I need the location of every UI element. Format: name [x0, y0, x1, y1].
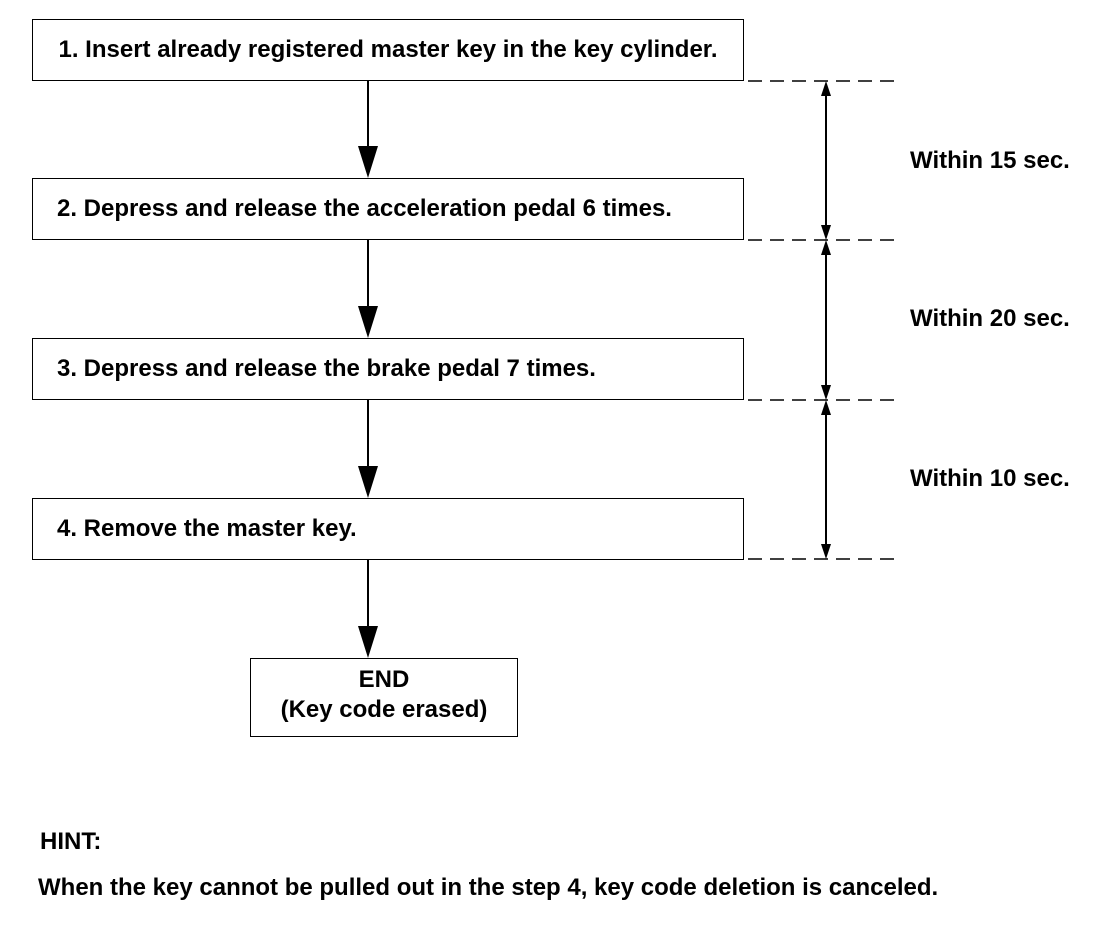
arrowhead-3-4 [358, 466, 378, 498]
timing-arrows [821, 81, 831, 559]
timing-label-1: Within 15 sec. [910, 147, 1070, 174]
flow-arrows [358, 81, 378, 658]
step-1-label: 1. Insert already registered master key … [58, 36, 718, 63]
step-4-box: 4. Remove the master key. [32, 498, 744, 560]
end-subtitle: (Key code erased) [280, 696, 488, 723]
step-3-label: 3. Depress and release the brake pedal 7… [57, 355, 596, 382]
timing-label-2: Within 20 sec. [910, 305, 1070, 332]
end-title: END [358, 666, 410, 693]
arrowhead-4-end [358, 626, 378, 658]
hint-title: HINT: [40, 828, 102, 855]
timing-label-3: Within 10 sec. [910, 465, 1070, 492]
timing-arrowhead-1-bottom [821, 225, 831, 240]
step-4-label: 4. Remove the master key. [57, 515, 357, 542]
step-2-box: 2. Depress and release the acceleration … [32, 178, 744, 240]
arrowhead-2-3 [358, 306, 378, 338]
timing-arrowhead-2-bottom [821, 385, 831, 400]
arrowhead-1-2 [358, 146, 378, 178]
step-3-box: 3. Depress and release the brake pedal 7… [32, 338, 744, 400]
timing-arrowhead-3-top [821, 400, 831, 415]
timing-arrowhead-3-bottom [821, 544, 831, 559]
dashed-guides [748, 80, 902, 560]
end-box: END (Key code erased) [250, 658, 518, 737]
timing-arrowhead-1-top [821, 81, 831, 96]
timing-arrowhead-2-top [821, 240, 831, 255]
step-2-label: 2. Depress and release the acceleration … [57, 195, 672, 222]
hint-text: When the key cannot be pulled out in the… [38, 874, 939, 901]
step-1-box: 1. Insert already registered master key … [32, 19, 744, 81]
